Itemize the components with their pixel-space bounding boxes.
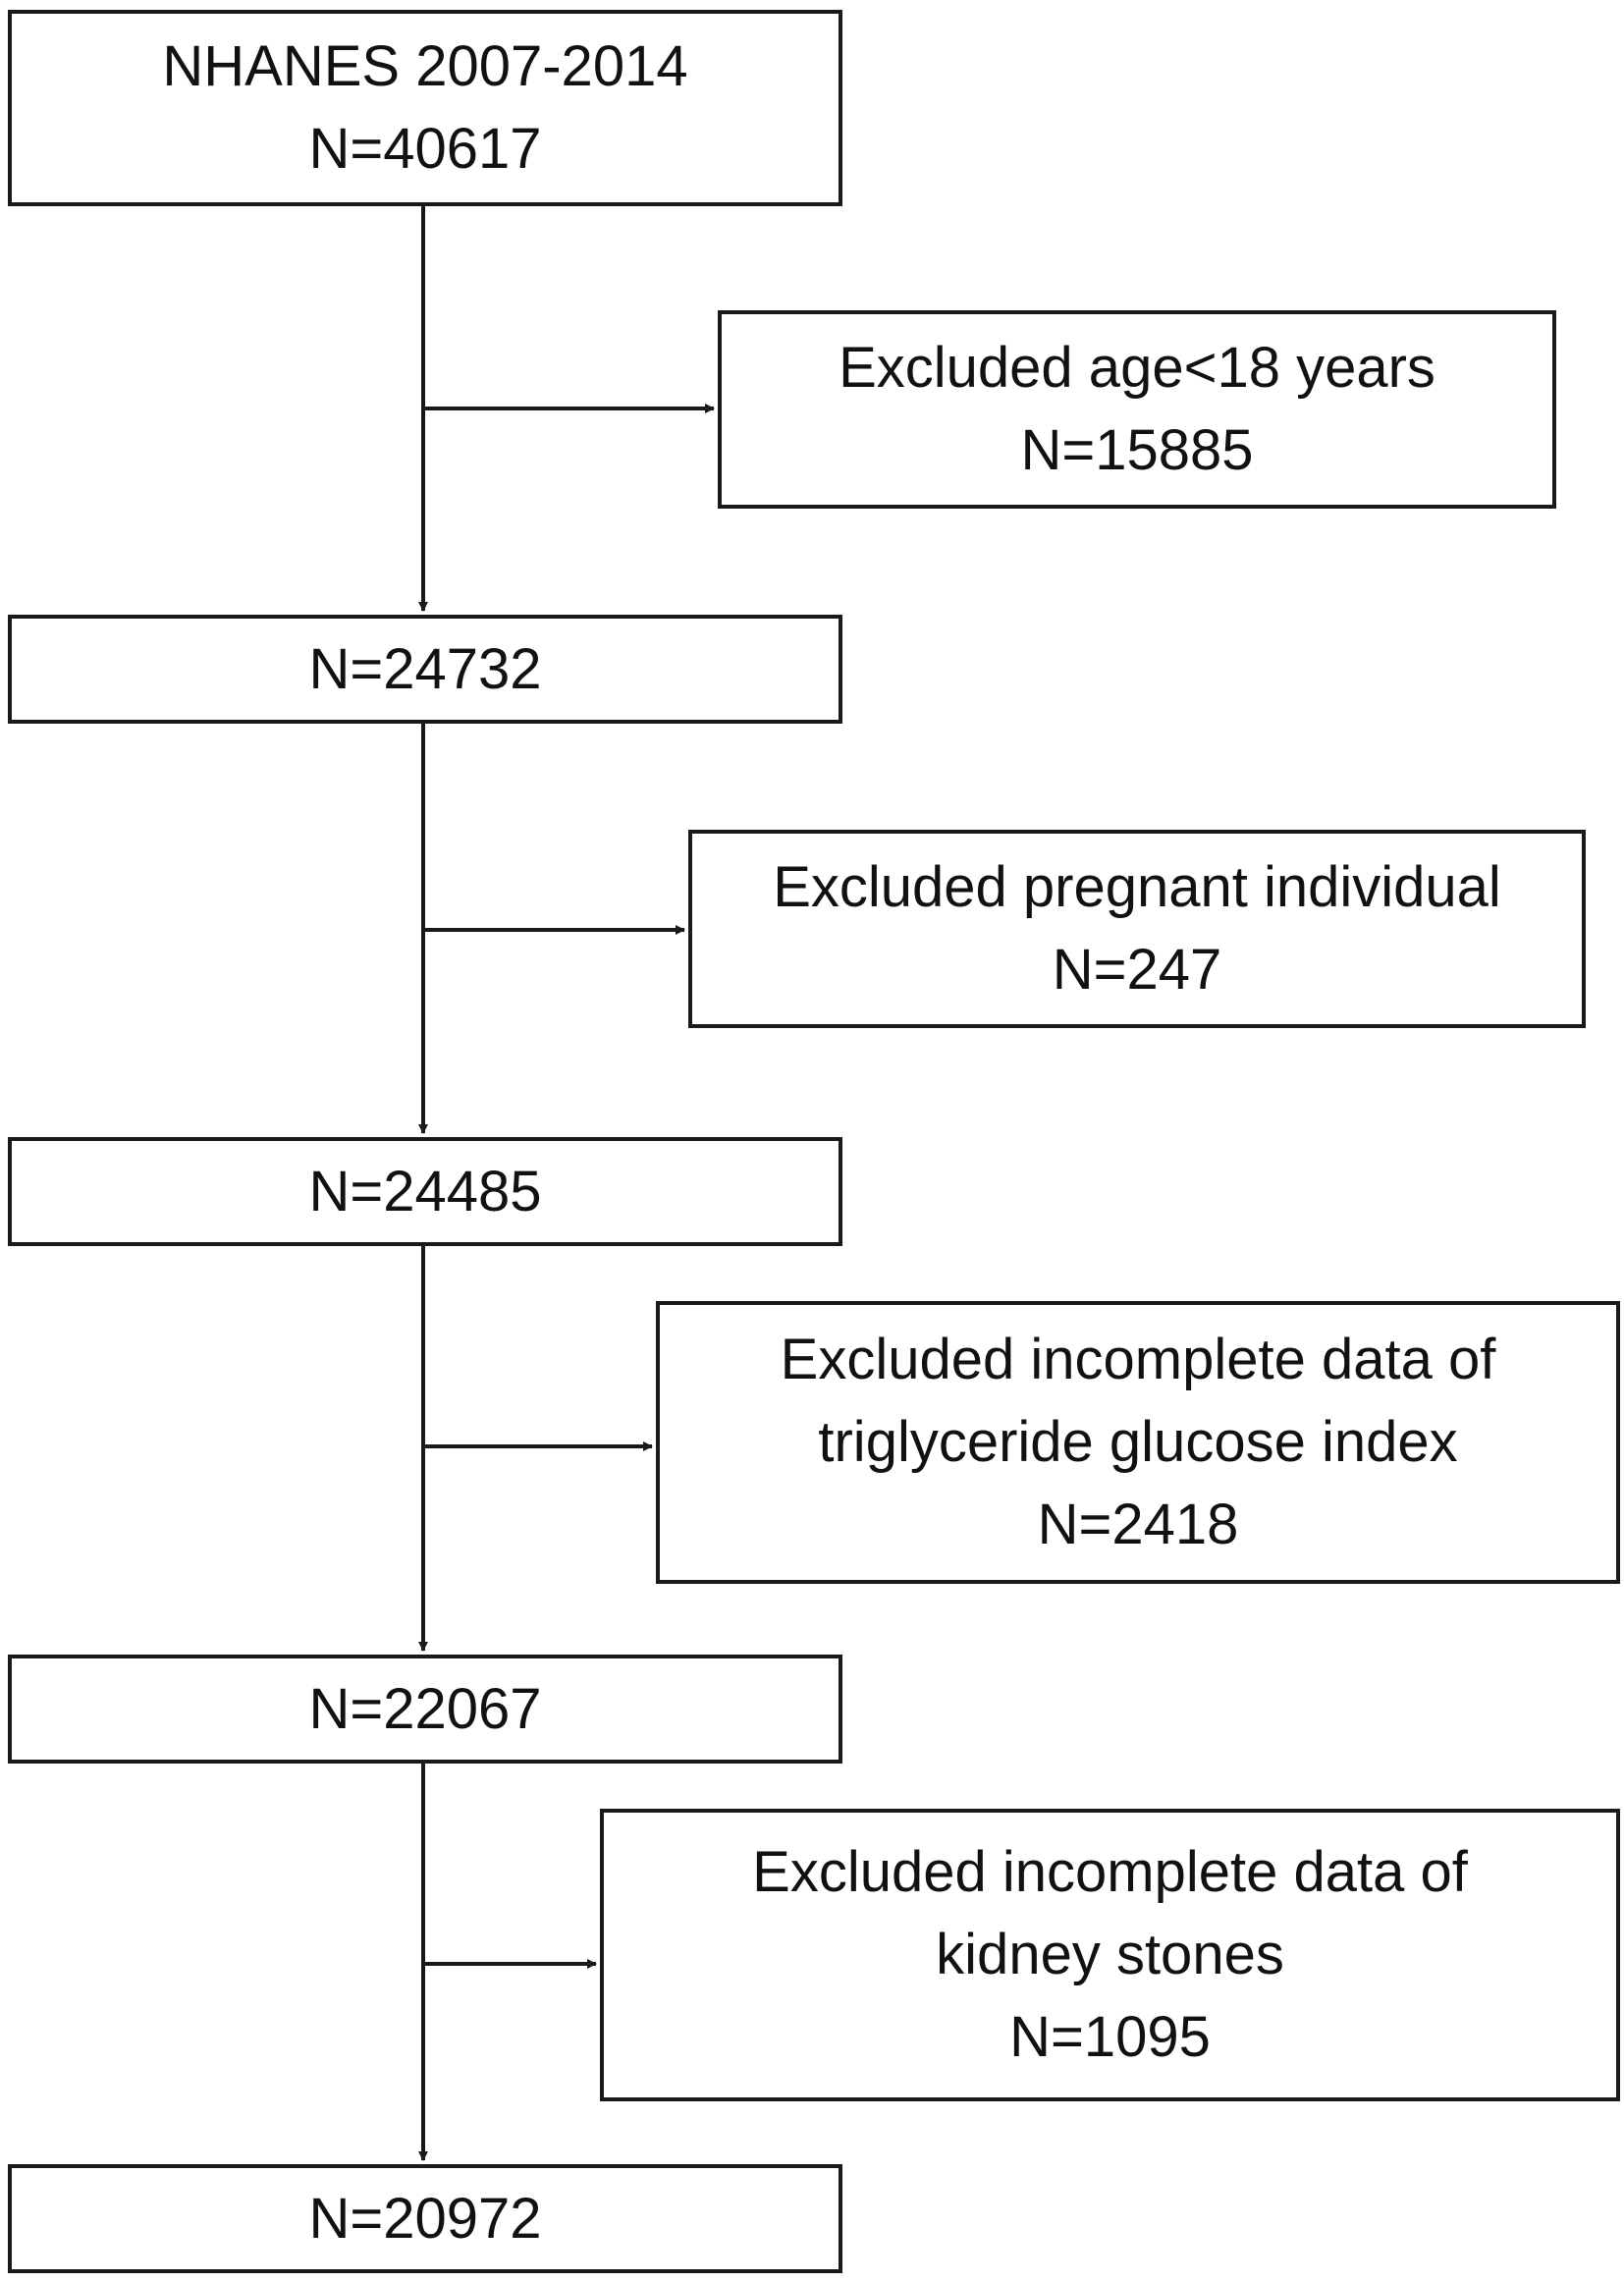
cohort-box-initial: NHANES 2007-2014 N=40617	[8, 10, 842, 206]
cohort-box-after-age: N=24732	[8, 615, 842, 724]
box-count: N=22067	[308, 1676, 542, 1741]
cohort-box-after-pregnancy: N=24485	[8, 1137, 842, 1246]
box-count: N=24732	[308, 636, 542, 701]
exclusion-box-kidney-stones: Excluded incomplete data of kidney stone…	[600, 1809, 1620, 2101]
exclusion-count: N=15885	[1020, 418, 1254, 482]
exclusion-box-tyg: Excluded incomplete data of triglyceride…	[656, 1301, 1620, 1584]
exclusion-reason: Excluded incomplete data of	[780, 1328, 1496, 1391]
exclusion-reason: kidney stones	[936, 1923, 1284, 1986]
exclusion-count: N=247	[1052, 938, 1222, 1002]
exclusion-box-pregnant: Excluded pregnant individual N=247	[688, 830, 1586, 1028]
cohort-box-final: N=20972	[8, 2164, 842, 2273]
box-count: N=24485	[308, 1159, 542, 1223]
exclusion-reason: Excluded incomplete data of	[752, 1840, 1468, 1904]
exclusion-reason: Excluded age<18 years	[839, 336, 1435, 400]
exclusion-count: N=1095	[1009, 2005, 1211, 2069]
box-line: NHANES 2007-2014	[162, 34, 688, 98]
cohort-box-after-tyg: N=22067	[8, 1655, 842, 1764]
exclusion-count: N=2418	[1037, 1493, 1239, 1556]
exclusion-reason: Excluded pregnant individual	[773, 855, 1501, 919]
box-count: N=20972	[308, 2186, 542, 2251]
exclusion-box-age: Excluded age<18 years N=15885	[718, 310, 1556, 509]
box-count: N=40617	[308, 117, 542, 181]
exclusion-reason: triglyceride glucose index	[818, 1410, 1458, 1474]
